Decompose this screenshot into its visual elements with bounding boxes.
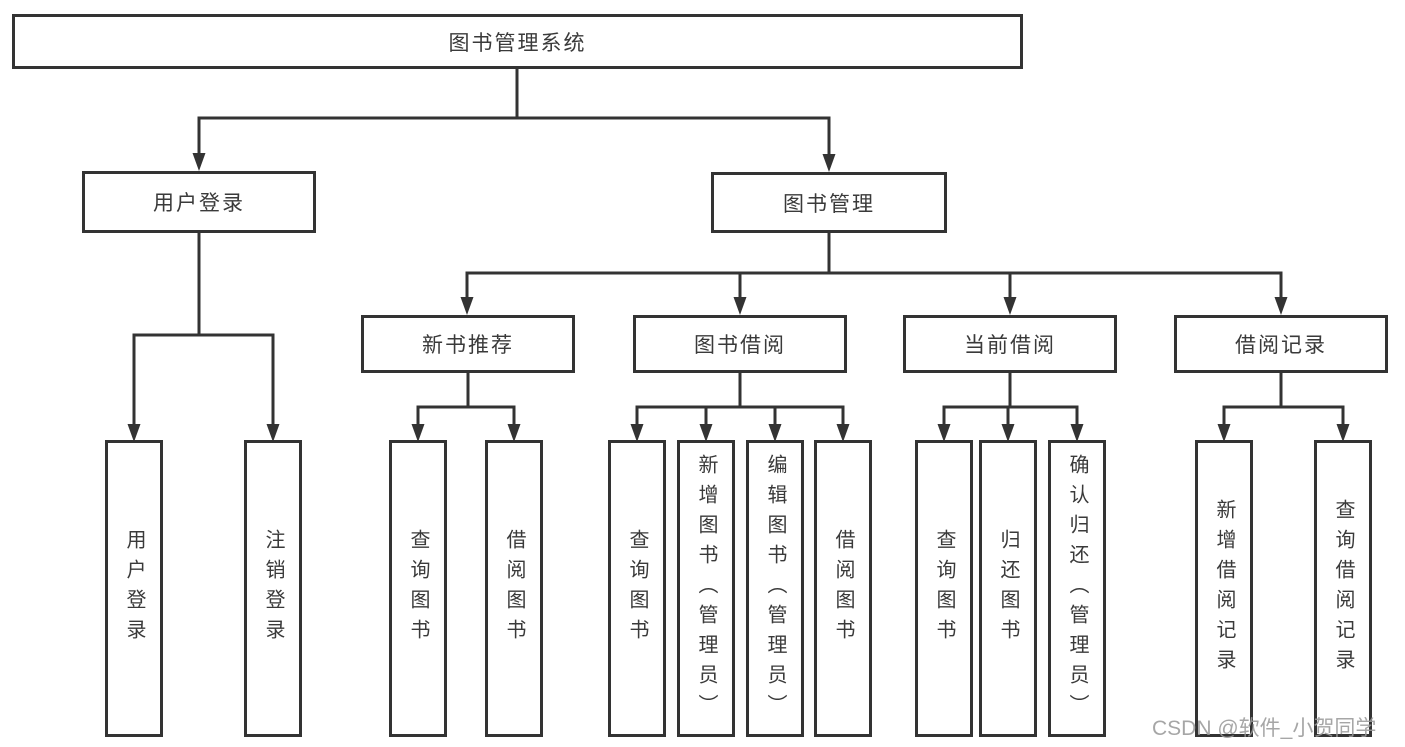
node-borrowing-records: 借阅记录 <box>1174 315 1388 373</box>
node-library-management-system: 图书管理系统 <box>12 14 1023 69</box>
leaf-label: 查询借阅记录 <box>1332 498 1354 679</box>
connector-book-management-arrows <box>460 297 1288 315</box>
connector-book-borrowing-arrows <box>630 424 850 442</box>
connector-new-book-recommendation-arrows <box>411 424 521 442</box>
arrowhead-icon <box>1336 424 1350 442</box>
leaf-label: 确认归还（管理员） <box>1066 453 1088 724</box>
node-label: 用户登录 <box>153 192 245 215</box>
leaf-logout: 注销登录 <box>244 440 302 737</box>
leaf-query-borrow-record: 查询借阅记录 <box>1314 440 1372 737</box>
arrowhead-icon <box>1217 424 1231 442</box>
arrowhead-icon <box>937 424 951 442</box>
connector-user-login <box>132 233 275 425</box>
leaf-label: 注销登录 <box>262 528 284 649</box>
arrowhead-icon <box>822 154 836 172</box>
leaf-user-login: 用户登录 <box>105 440 163 737</box>
connector-current-borrowing <box>942 373 1079 425</box>
connector-book-borrowing <box>635 373 845 425</box>
leaf-label: 查询图书 <box>626 528 648 649</box>
node-book-borrowing: 图书借阅 <box>633 315 847 373</box>
connector-borrowing-records <box>1222 373 1345 425</box>
connector-user-login-arrows <box>127 424 280 442</box>
leaf-label: 查询图书 <box>407 528 429 649</box>
leaf-label: 用户登录 <box>123 528 145 649</box>
leaf-confirm-return-admin: 确认归还（管理员） <box>1048 440 1106 737</box>
node-new-book-recommendation: 新书推荐 <box>361 315 575 373</box>
arrowhead-icon <box>733 297 747 315</box>
node-user-login: 用户登录 <box>82 171 316 233</box>
leaf-add-borrow-record: 新增借阅记录 <box>1195 440 1253 737</box>
leaf-add-book-admin: 新增图书（管理员） <box>677 440 735 737</box>
connector-borrowing-records-arrows <box>1217 424 1350 442</box>
node-label: 图书借阅 <box>694 334 786 357</box>
arrowhead-icon <box>1274 297 1288 315</box>
node-label: 新书推荐 <box>422 334 514 357</box>
connector-root <box>197 69 831 155</box>
arrowhead-icon <box>699 424 713 442</box>
arrowhead-icon <box>411 424 425 442</box>
leaf-return-books: 归还图书 <box>979 440 1037 737</box>
connector-new-book-recommendation <box>416 373 516 425</box>
connector-current-borrowing-arrows <box>937 424 1084 442</box>
connector-root-arrows <box>192 153 836 172</box>
leaf-label: 归还图书 <box>997 528 1019 649</box>
arrowhead-icon <box>460 297 474 315</box>
leaf-query-books-recommendation: 查询图书 <box>389 440 447 737</box>
leaf-label: 编辑图书（管理员） <box>764 453 786 724</box>
leaf-query-books-current: 查询图书 <box>915 440 973 737</box>
node-label: 图书管理系统 <box>448 31 587 55</box>
leaf-borrow-books-recommendation: 借阅图书 <box>485 440 543 737</box>
node-label: 当前借阅 <box>964 334 1056 357</box>
leaf-query-books-borrowing: 查询图书 <box>608 440 666 737</box>
leaf-label: 借阅图书 <box>832 528 854 649</box>
arrowhead-icon <box>266 424 280 442</box>
node-book-management: 图书管理 <box>711 172 947 233</box>
arrowhead-icon <box>768 424 782 442</box>
csdn-watermark: CSDN @软件_小贺同学 <box>1152 717 1377 740</box>
leaf-label: 查询图书 <box>933 528 955 649</box>
node-label: 借阅记录 <box>1235 334 1327 357</box>
connector-book-management <box>465 233 1283 298</box>
leaf-label: 新增图书（管理员） <box>695 453 717 724</box>
arrowhead-icon <box>1070 424 1084 442</box>
leaf-borrow-books-borrowing: 借阅图书 <box>814 440 872 737</box>
arrowhead-icon <box>1003 297 1017 315</box>
arrowhead-icon <box>630 424 644 442</box>
leaf-edit-book-admin: 编辑图书（管理员） <box>746 440 804 737</box>
leaf-label: 新增借阅记录 <box>1213 498 1235 679</box>
leaf-label: 借阅图书 <box>503 528 525 649</box>
arrowhead-icon <box>192 153 206 171</box>
arrowhead-icon <box>507 424 521 442</box>
node-label: 图书管理 <box>783 192 875 216</box>
arrowhead-icon <box>836 424 850 442</box>
node-current-borrowing: 当前借阅 <box>903 315 1117 373</box>
arrowhead-icon <box>127 424 141 442</box>
arrowhead-icon <box>1001 424 1015 442</box>
